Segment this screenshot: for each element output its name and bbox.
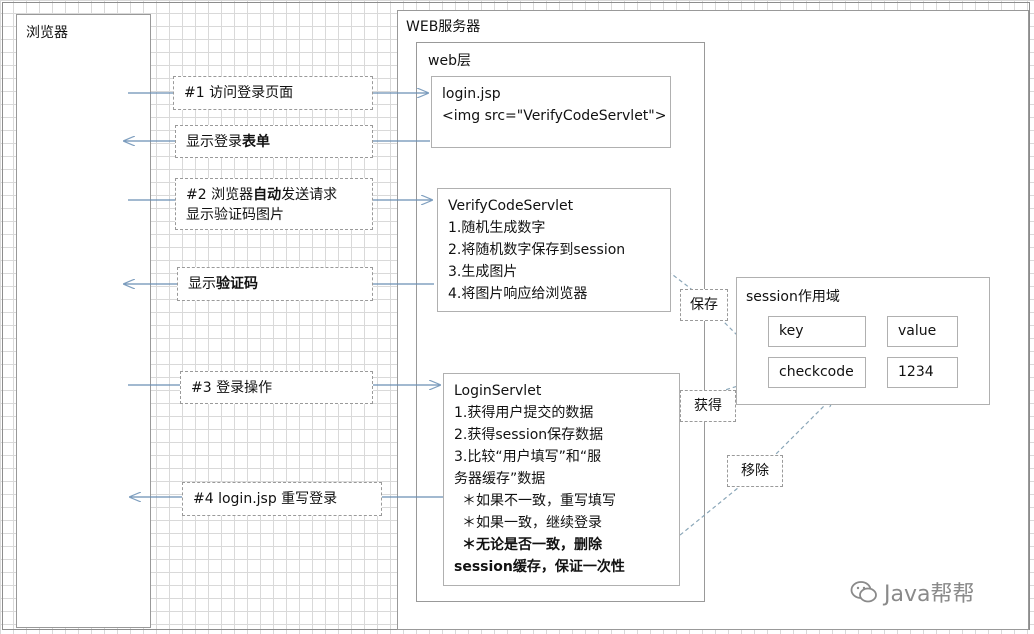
show-code-text: 显示	[188, 276, 216, 292]
login-step-bold: ＊无论是否一致，删除	[462, 537, 602, 553]
step-2-text-a: #2 浏览器	[186, 187, 254, 203]
show-form-label: 显示登录表单	[175, 125, 373, 158]
arrow-remove	[641, 396, 834, 567]
step-4-label: #4 login.jsp 重写登录	[182, 482, 382, 516]
browser-panel	[16, 14, 151, 628]
show-code-bold: 验证码	[216, 276, 258, 292]
verify-step: 4.将图片响应给浏览器	[448, 286, 588, 302]
login-step: 1.获得用户提交的数据	[454, 405, 594, 421]
verify-step: 3.生成图片	[448, 264, 518, 280]
watermark: Java帮帮	[850, 576, 974, 608]
server-title: WEB服务器	[406, 19, 481, 35]
step-2-label: #2 浏览器自动发送请求 显示验证码图片	[175, 178, 373, 230]
browser-title: 浏览器	[26, 25, 68, 41]
login-step: 2.获得session保存数据	[454, 427, 604, 443]
login-step: ＊如果一致，继续登录	[462, 515, 602, 531]
login-servlet-title: LoginServlet	[454, 383, 542, 399]
step-1-label: #1 访问登录页面	[173, 76, 373, 110]
login-step: 3.比较“用户填写”和“服	[454, 449, 602, 465]
step-2-bold: 自动	[253, 187, 282, 203]
show-code-label: 显示验证码	[177, 267, 373, 301]
save-tag: 保存	[680, 289, 728, 321]
session-value-cell: 1234	[887, 357, 958, 388]
step-2-text-c: 发送请求	[281, 187, 338, 203]
remove-tag: 移除	[727, 455, 783, 487]
watermark-text: Java帮帮	[884, 582, 975, 607]
login-jsp-img-tag: <img src="VerifyCodeServlet">	[442, 108, 667, 124]
verify-servlet-title: VerifyCodeServlet	[448, 198, 574, 214]
wechat-icon	[850, 581, 877, 603]
verify-code-servlet-box: VerifyCodeServlet 1.随机生成数字 2.将随机数字保存到ses…	[437, 188, 671, 312]
login-jsp-box: login.jsp <img src="VerifyCodeServlet">	[431, 76, 671, 148]
login-jsp-title: login.jsp	[442, 86, 501, 102]
verify-step: 2.将随机数字保存到session	[448, 242, 626, 258]
login-step: ＊如果不一致，重写填写	[462, 493, 616, 509]
step-2-line2: 显示验证码图片	[186, 207, 284, 223]
web-layer-title: web层	[428, 53, 471, 69]
login-servlet-box: LoginServlet 1.获得用户提交的数据 2.获得session保存数据…	[443, 373, 680, 586]
session-key-cell: checkcode	[768, 357, 866, 388]
session-key-header: key	[768, 316, 866, 347]
step-3-label: #3 登录操作	[180, 371, 373, 404]
login-step: 务器缓存”数据	[454, 471, 546, 487]
show-form-text: 显示登录	[186, 134, 242, 150]
login-step-bold: session缓存，保证一次性	[454, 559, 625, 575]
verify-step: 1.随机生成数字	[448, 220, 546, 236]
session-scope-title: session作用域	[746, 289, 840, 305]
show-form-bold: 表单	[242, 134, 270, 150]
get-tag: 获得	[680, 390, 736, 422]
session-value-header: value	[887, 316, 958, 347]
